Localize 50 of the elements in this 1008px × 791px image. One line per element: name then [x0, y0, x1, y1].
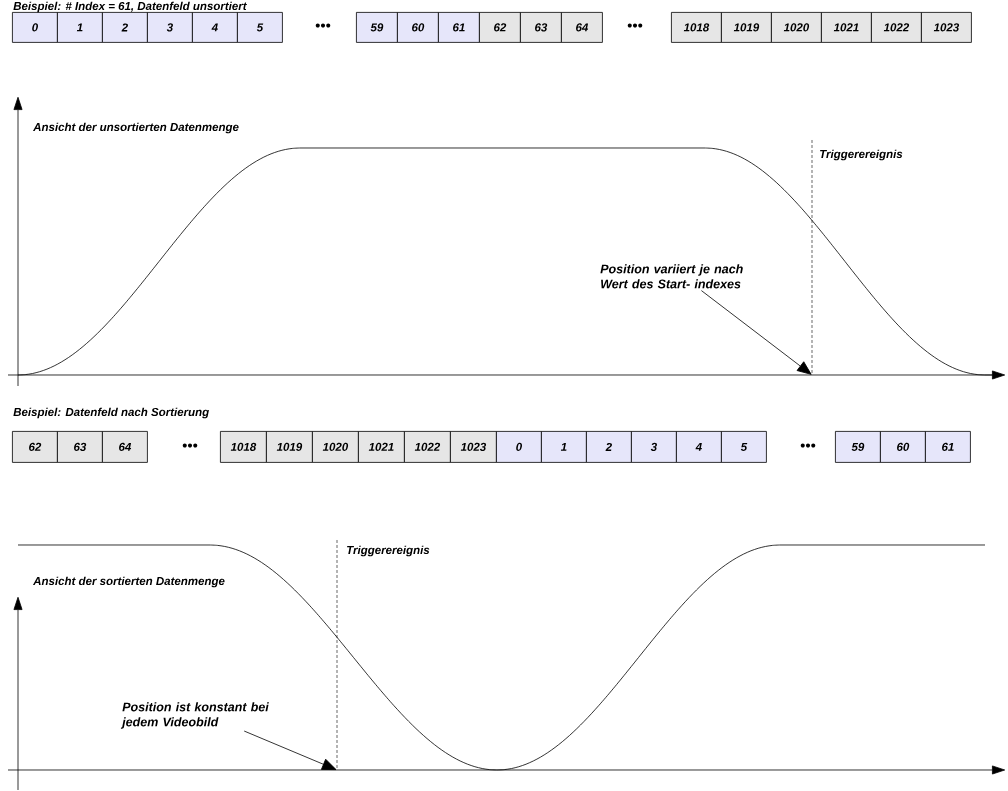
array-cell: 0 — [496, 431, 542, 463]
array-cell: 1021 — [821, 12, 872, 43]
array-cell: 2 — [586, 431, 632, 463]
array-cell: 62 — [12, 431, 58, 463]
array-cell: 0 — [12, 12, 58, 43]
array-cell: 5 — [237, 12, 283, 43]
array-cell: 1022 — [871, 12, 922, 43]
chart-title: Ansicht der sortierten Datenmenge — [32, 576, 225, 588]
array-cell: 63 — [520, 12, 562, 43]
array-cell: 61 — [925, 431, 971, 463]
leader-arrow — [243, 730, 337, 770]
array-cell: 3 — [631, 431, 677, 463]
leader-arrow — [701, 290, 812, 375]
array-cell: 61 — [438, 12, 480, 43]
array-cell: 60 — [880, 431, 926, 463]
section-title: Beispiel: # Index = 61, Datenfeld unsortiert — [13, 1, 247, 13]
array-cell: 1023 — [921, 12, 972, 43]
ellipsis-dots: ••• — [800, 443, 816, 448]
annotation-text: Position ist konstant bei jedem Videobild — [120, 702, 269, 729]
array-cell: 5 — [721, 431, 767, 463]
array-cell: 1020 — [771, 12, 822, 43]
array-cell: 1023 — [450, 431, 497, 463]
trigger-label: Triggerereignis — [347, 545, 430, 557]
chart-title: Ansicht der unsortierten Datenmenge — [32, 122, 239, 134]
trigger-label: Triggerereignis — [820, 149, 903, 161]
array-cell: 4 — [676, 431, 722, 463]
annotation-text: Position variiert je nach Wert des Start- indexes — [600, 264, 743, 289]
ellipsis-dots: ••• — [182, 443, 198, 448]
array-cell: 59 — [835, 431, 881, 463]
ellipsis-dots: ••• — [627, 23, 643, 28]
section-title: Beispiel: Datenfeld nach Sortierung — [13, 407, 209, 419]
array-cell: 64 — [102, 431, 148, 463]
ellipsis-dots: ••• — [315, 23, 331, 28]
array-cell: 1019 — [266, 431, 313, 463]
array-cell: 4 — [192, 12, 238, 43]
array-cell: 1022 — [404, 431, 451, 463]
array-cell: 1021 — [358, 431, 405, 463]
array-cell: 1 — [57, 12, 103, 43]
array-cell: 1019 — [721, 12, 772, 43]
array-cell: 1018 — [671, 12, 722, 43]
array-cell: 63 — [57, 431, 103, 463]
array-cell: 62 — [479, 12, 521, 43]
array-cell: 2 — [102, 12, 148, 43]
array-cell: 64 — [561, 12, 603, 43]
array-cell: 1 — [541, 431, 587, 463]
array-cell: 60 — [397, 12, 439, 43]
array-cell: 3 — [147, 12, 193, 43]
array-cell: 1018 — [220, 431, 267, 463]
array-cell: 59 — [356, 12, 398, 43]
array-cell: 1020 — [312, 431, 359, 463]
